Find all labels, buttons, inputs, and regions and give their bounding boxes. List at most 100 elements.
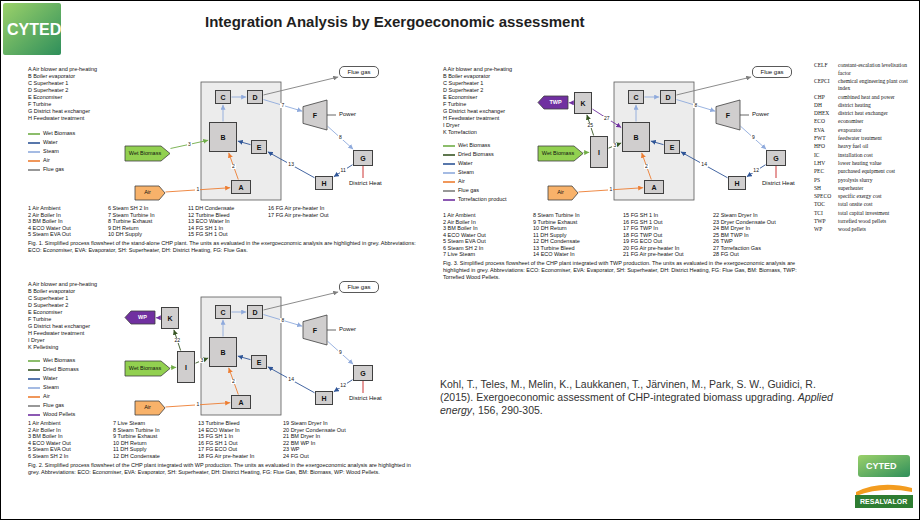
abbreviation-row: CEPCIchemical engineering plant cost ind… [814, 78, 918, 93]
unit-box: A [231, 180, 251, 194]
abbreviation: torrefied wood pellets [838, 218, 918, 226]
flue-gas-box: Flue gas [339, 281, 379, 293]
stream-line [334, 165, 353, 177]
stream-table-cell: 14 ECO Water In [533, 251, 575, 258]
abbreviation: CEPCI [814, 78, 838, 93]
cyted-logo [858, 455, 910, 477]
abbreviation: evaporator [838, 127, 918, 135]
node-text: Flue gas [347, 69, 370, 75]
abbreviation: SH [814, 185, 838, 193]
abbreviation: lower heating value [838, 160, 918, 168]
stream-line [681, 152, 728, 178]
abbreviation-row: HFOheavy fuel oil [814, 143, 918, 151]
stream-table-cell: 3 BM Boiler In [443, 225, 478, 232]
stream-table-cell: 4 ECO Water Out [28, 225, 71, 232]
stream-table-cell: 28 FG Out [713, 251, 739, 258]
abbreviation: TCI [814, 210, 838, 218]
unit-list-item: A Air blower and pre-heating [443, 66, 512, 73]
figure-caption: Fig. 1. Simplified process flowsheet of … [28, 240, 418, 254]
abbreviation: WP [814, 226, 838, 234]
legend-line-stroke [28, 151, 40, 153]
node-text: E [670, 144, 675, 151]
node-text: F [313, 327, 317, 334]
legend-line-stroke [443, 145, 455, 147]
legend-line-stroke [28, 360, 40, 362]
node-text: A [238, 399, 243, 406]
stream-line [229, 153, 239, 180]
node-text: I [598, 149, 600, 156]
unit-list-item: B Boiler evaporator [28, 288, 75, 295]
abbreviation-row: SPECOspecific exergy cost [814, 193, 918, 201]
legend-line [28, 385, 40, 391]
shape-fill [125, 311, 155, 324]
unit-list-item: C Superheater 1 [28, 80, 68, 87]
legend-item: Wood Pellets [28, 411, 75, 419]
legend-line [443, 161, 455, 167]
stream-table-cell: 20 Dryer Condensate Out [283, 427, 346, 434]
unit-box: K [574, 92, 592, 114]
node-text: B [220, 349, 225, 356]
reference-block: Kohl, T., Teles, M., Melin, K., Laukkane… [440, 378, 840, 417]
stream-line [232, 97, 247, 98]
unit-box: B [209, 122, 237, 152]
power-line [327, 330, 336, 331]
legend-text: Air [43, 158, 50, 164]
unit-list-item: I Dryer [443, 122, 460, 129]
district-heat-line [363, 166, 364, 178]
node-text: C [220, 94, 225, 101]
legend-item: Steam [28, 384, 59, 392]
legend-text: Steam [458, 170, 474, 176]
legend-text: Water [43, 376, 57, 382]
legend-line-stroke [28, 396, 40, 398]
abbreviation: pyrolysis slurry [838, 177, 918, 185]
legend-line-stroke [443, 199, 455, 201]
legend-line [28, 394, 40, 400]
stream-table-cell: 15 FG SH 1 In [623, 212, 658, 219]
unit-box: C [215, 90, 231, 104]
stream-line [645, 97, 660, 98]
stream-table-cell: 22 Steam Dryer In [713, 212, 758, 219]
stream-number: 13 [287, 162, 295, 167]
legend-line-stroke [28, 414, 40, 416]
stream-number: 25 [586, 123, 594, 128]
unit-box: H [315, 391, 333, 405]
unit-list-item: K Torrefaction [443, 129, 477, 136]
abbreviation-row: PECpurchased equipment cost [814, 168, 918, 176]
stream-table-cell: 15 FG SH 1 In [198, 433, 233, 440]
output-label: District Heat [762, 180, 795, 187]
unit-box: B [209, 337, 237, 367]
legend-item: Dried Biomass [443, 151, 494, 159]
abbreviation-row: TCItotal capital investment [814, 210, 918, 218]
stream-table-cell: 12 Turbine Bleed [188, 212, 230, 219]
unit-list-item: E Economiser [28, 94, 62, 101]
stream-line [584, 152, 590, 153]
reference-text: Kohl, T., Teles, M., Melin, K., Laukkane… [440, 378, 816, 403]
stream-number: 7 [280, 103, 285, 108]
stream-line [569, 102, 574, 103]
stream-table-cell: 17 FG Air pre-heater Out [268, 212, 329, 219]
node-text: B [220, 134, 225, 141]
stream-table-cell: 14 FG SH 1 In [188, 225, 223, 232]
feed-arrow: Air [135, 401, 165, 415]
stream-table-cell: 4 ECO Water Out [443, 232, 486, 239]
abbreviation-row: TWPtorrefied wood pellets [814, 218, 918, 226]
unit-box: I [177, 351, 195, 383]
stream-number: 14 [700, 162, 708, 167]
legend-line [28, 412, 40, 418]
legend-line [443, 197, 455, 203]
stream-line [264, 292, 339, 310]
stream-number: 14 [287, 377, 295, 382]
abbreviation-row: PSpyrolysis slurry [814, 177, 918, 185]
feed-arrow: Air [135, 186, 165, 200]
stream-table-cell: 2 Air Boiler In [28, 427, 61, 434]
logo-text: CYTED [866, 461, 897, 471]
stream-line [609, 143, 622, 148]
legend-line [28, 149, 40, 155]
stream-table-cell: 6 Steam SH 2 In [443, 245, 483, 252]
abbreviation: FWT [814, 135, 838, 143]
unit-list-item: B Boiler evaporator [28, 73, 75, 80]
shape-fill [125, 361, 170, 376]
stream-table-cell: 11 DH Supply [113, 446, 147, 453]
stream-number: 12 [339, 383, 347, 388]
legend-text: Flue gas [458, 188, 479, 194]
